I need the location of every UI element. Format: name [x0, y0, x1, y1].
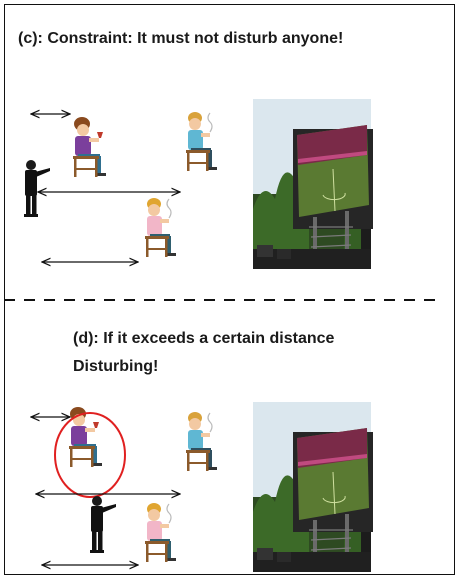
- stadium-screen-photo: [252, 401, 374, 573]
- seated-person-pink: [144, 197, 177, 258]
- stadium-screen-photo: [252, 98, 374, 270]
- seated-person-blue: [185, 411, 218, 472]
- standing-man-pointing: [24, 160, 50, 217]
- highlight-circle: [54, 412, 126, 498]
- standing-man-pointing: [90, 496, 116, 553]
- panel-c-scene: [24, 98, 374, 270]
- seated-person-pink: [144, 502, 177, 563]
- panel-d-title-line1: (d): If it exceeds a certain distance: [73, 330, 335, 347]
- figure-border: [4, 4, 455, 575]
- panel-d-title-line2: Disturbing!: [73, 358, 159, 375]
- panel-c-title: (c): Constraint: It must not disturb any…: [18, 30, 344, 47]
- seated-person-blue: [185, 111, 218, 172]
- panel-d-scene: [31, 401, 374, 573]
- seated-person-purple: [69, 407, 102, 467]
- seated-person-purple: [73, 117, 106, 177]
